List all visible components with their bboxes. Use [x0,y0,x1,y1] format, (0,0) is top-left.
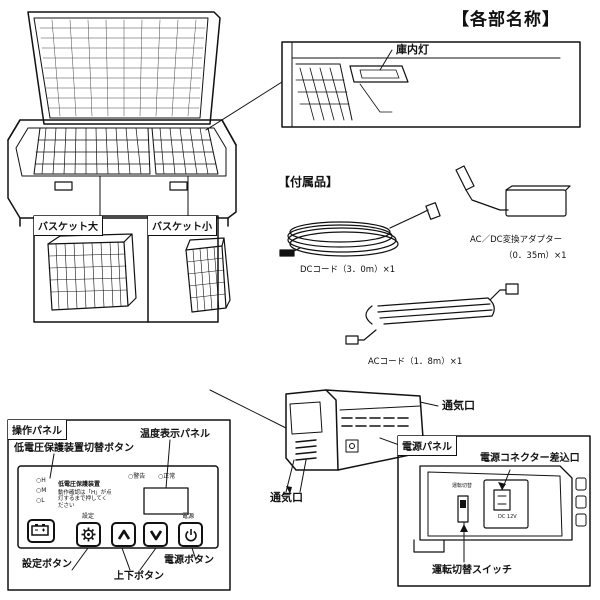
power-panel-title: 電源パネル [398,436,457,456]
temp-panel-label: 温度表示パネル [140,429,210,440]
basket-small-label: バスケット小 [148,216,217,236]
connector-label: 電源コネクター差込口 [480,453,580,464]
power-button[interactable] [178,522,203,547]
indicator-m: ○M [36,487,47,494]
panel-fine-text: 動作確認は「H」が点灯するまで押してください [58,490,112,509]
low-voltage-button-label: 低電圧保護装置切替ボタン [14,443,134,454]
accessories-title: 【付属品】 [278,175,339,189]
ac-cord-label: ACコード（1．8m）×1 [368,357,463,367]
panel-low-voltage-text: 低電圧保護装置 [58,481,101,488]
power-button-label: 電源ボタン [164,555,214,566]
power-icon [184,528,197,541]
low-voltage-toggle-button[interactable] [30,521,50,539]
indicator-h: ○H [36,477,46,484]
leader-line-vent-top [419,401,439,407]
power-connector-port[interactable] [494,490,510,510]
vent-label-top: 通気口 [442,399,475,412]
adapter-label-line1: AC／DC変換アダプター [470,235,563,245]
leader-line-operation [209,389,287,429]
chevron-down-icon [149,529,162,540]
lamp-zoom-box [281,41,581,128]
basket-boxes [33,175,231,323]
settings-button-label: 設定ボタン [22,559,72,570]
vent-label-bottom: 通気口 [270,491,303,504]
down-button[interactable] [143,522,168,547]
basket-large-label: バスケット大 [34,216,103,236]
power-panel-box [397,435,591,587]
leader-line-lamp [205,81,283,131]
page-title: 【各部名称】 [452,10,560,30]
connector-text: DC 12V [498,514,517,520]
power-text: 電源 [182,513,195,520]
operation-mode-switch[interactable] [458,496,468,522]
switch-label: 運転切替スイッチ [432,565,512,576]
dc-cord-label: DCコード（3．0m）×1 [300,265,396,275]
settings-text: 設定 [82,513,95,520]
freezer-side-view [285,389,425,471]
dc-cord-illustration [279,202,441,257]
operation-panel-title: 操作パネル [8,420,67,440]
ac-cord-illustration [345,283,519,345]
normal-indicator: ○正常 [158,473,176,480]
adapter-illustration [455,165,571,217]
battery-icon [31,524,49,536]
switch-text: 運転切替 [452,483,473,489]
operation-panel-box [7,419,231,591]
gear-icon [81,527,96,542]
indicator-l: ○L [36,497,45,504]
settings-button[interactable] [76,522,101,547]
updown-button-label: 上下ボタン [114,571,164,582]
up-button[interactable] [111,522,136,547]
lamp-label: 庫内灯 [396,43,429,56]
adapter-label-line2: （0．35m）×1 [504,251,567,261]
warning-indicator: ○警告 [128,473,146,480]
chevron-up-icon [117,529,130,540]
freezer-illustration [7,11,237,227]
